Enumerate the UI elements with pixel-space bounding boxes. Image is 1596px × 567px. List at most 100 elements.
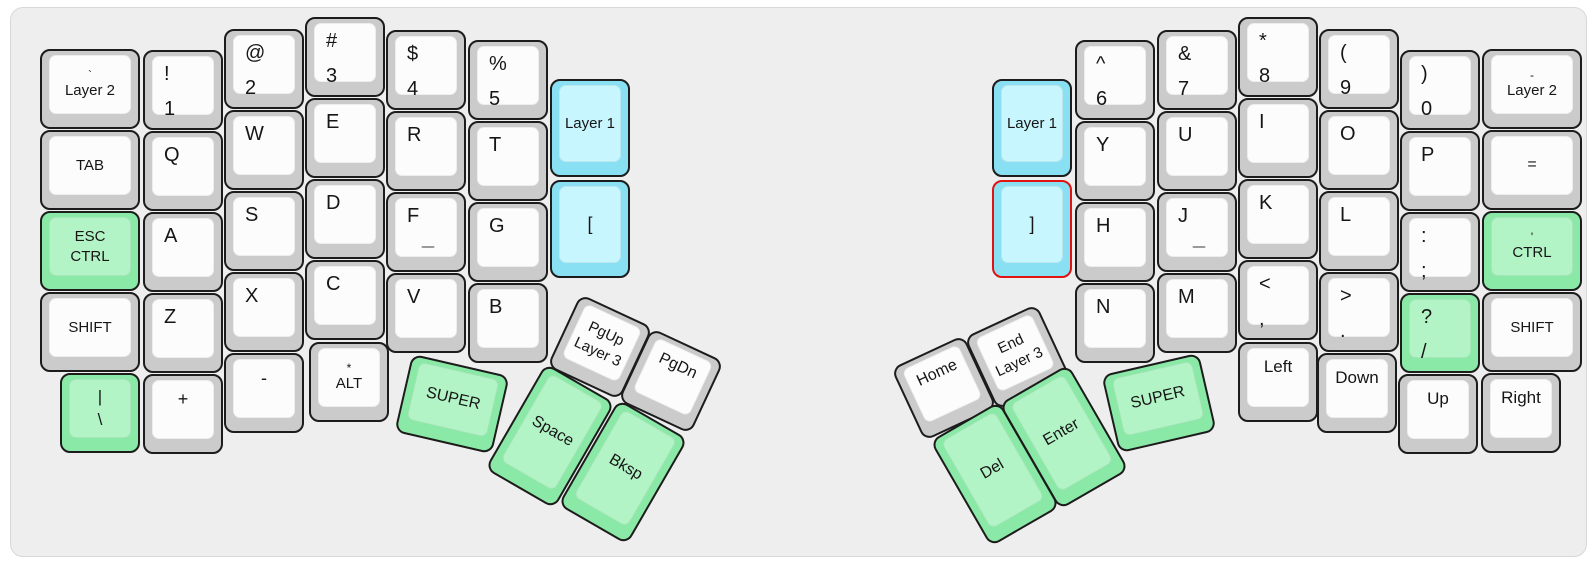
key-b[interactable]: B: [468, 283, 548, 363]
key-minus[interactable]: -: [224, 353, 304, 433]
key-c[interactable]: C: [305, 260, 385, 340]
key-lparen-9[interactable]: (9: [1319, 29, 1399, 109]
key-label: ^6: [1096, 54, 1107, 109]
key-o[interactable]: O: [1319, 110, 1399, 190]
key-t[interactable]: T: [468, 121, 548, 201]
key-label: (9: [1340, 43, 1351, 98]
key-label-line: !: [164, 63, 170, 85]
key-q[interactable]: Q: [143, 131, 223, 211]
key-label-line: Left: [1263, 357, 1293, 376]
key-pipe-backslash[interactable]: |\: [60, 373, 140, 453]
key-label-line: H: [1096, 215, 1111, 237]
keycap-top: Y: [1084, 127, 1146, 186]
key-plus[interactable]: +: [143, 374, 223, 454]
key-d[interactable]: D: [305, 179, 385, 259]
key-exclam-1[interactable]: !1: [143, 50, 223, 130]
key-quote-ctrl[interactable]: 'CTRL: [1482, 211, 1582, 291]
key-at-2[interactable]: @2: [224, 29, 304, 109]
key-arrow-down[interactable]: Down: [1317, 353, 1397, 433]
key-super-right[interactable]: SUPER: [1101, 352, 1217, 454]
key-p[interactable]: P: [1400, 131, 1480, 211]
key-label-line: SHIFT: [1510, 318, 1554, 336]
key-amp-7[interactable]: &7: [1157, 30, 1237, 110]
key-label-line: SHIFT: [68, 318, 112, 336]
keycap-top: ^6: [1084, 46, 1146, 109]
key-star-alt[interactable]: *ALT: [309, 342, 389, 422]
keycap-top: SUPER: [1111, 360, 1205, 437]
key-percent-5[interactable]: %5: [468, 40, 548, 120]
key-shift-right[interactable]: SHIFT: [1482, 292, 1582, 372]
keycap-top: R: [395, 117, 457, 176]
key-rparen-0[interactable]: )0: [1400, 50, 1480, 130]
key-label-line: *: [346, 360, 352, 375]
key-dollar-4[interactable]: $4: [386, 30, 466, 110]
keycap-top: #3: [314, 23, 376, 86]
key-star-8[interactable]: *8: [1238, 17, 1318, 97]
key-lt-comma[interactable]: <,: [1238, 260, 1318, 340]
key-layer1-right[interactable]: Layer 1: [992, 79, 1072, 177]
key-label: >.: [1340, 286, 1352, 341]
key-z[interactable]: Z: [143, 293, 223, 373]
keycap-top: `Layer 2: [49, 55, 131, 114]
key-u[interactable]: U: [1157, 111, 1237, 191]
key-h[interactable]: H: [1075, 202, 1155, 282]
key-shift-left[interactable]: SHIFT: [40, 292, 140, 372]
key-label: Down: [1327, 369, 1387, 386]
key-a[interactable]: A: [143, 212, 223, 292]
key-arrow-left[interactable]: Left: [1238, 342, 1318, 422]
key-r[interactable]: R: [386, 111, 466, 191]
key-k[interactable]: K: [1238, 179, 1318, 259]
key-f[interactable]: F: [386, 192, 466, 272]
key-v[interactable]: V: [386, 273, 466, 353]
key-layer1-left[interactable]: Layer 1: [550, 79, 630, 177]
key-label: Left: [1248, 358, 1308, 375]
key-g[interactable]: G: [468, 202, 548, 282]
key-label-line: ALT: [335, 374, 363, 392]
key-gt-period[interactable]: >.: [1319, 272, 1399, 352]
keycap-top: *ALT: [318, 348, 380, 407]
key-label-line: $: [407, 43, 419, 65]
key-m[interactable]: M: [1157, 273, 1237, 353]
key-label: A: [164, 226, 177, 246]
key-rbracket[interactable]: ]: [992, 180, 1072, 278]
key-label-line: 7: [1178, 78, 1190, 100]
key-arrow-up[interactable]: Up: [1398, 374, 1478, 454]
key-dash-layer2[interactable]: -Layer 2: [1482, 49, 1582, 129]
key-x[interactable]: X: [224, 272, 304, 352]
key-label-line: =: [1527, 156, 1537, 174]
keycap-top: :;: [1409, 218, 1471, 281]
key-label-line: CTRL: [1512, 243, 1552, 261]
key-label-line: (: [1340, 42, 1347, 64]
key-e[interactable]: E: [305, 98, 385, 178]
key-i[interactable]: I: [1238, 98, 1318, 178]
key-equals[interactable]: =: [1482, 130, 1582, 210]
key-arrow-right[interactable]: Right: [1481, 373, 1561, 453]
key-colon-semicolon[interactable]: :;: [1400, 212, 1480, 292]
keycap-top: F: [395, 198, 457, 257]
key-label: G: [489, 216, 505, 236]
key-label: 'CTRL: [1492, 218, 1572, 275]
keycap-top: C: [314, 266, 376, 325]
keycap-top: N: [1084, 289, 1146, 348]
key-label: Home: [907, 354, 968, 394]
keycap-top: M: [1166, 279, 1228, 338]
key-j[interactable]: J: [1157, 192, 1237, 272]
key-caret-6[interactable]: ^6: [1075, 40, 1155, 120]
key-grave-layer2[interactable]: `Layer 2: [40, 49, 140, 129]
key-label-line: <: [1259, 273, 1271, 295]
key-hash-3[interactable]: #3: [305, 17, 385, 97]
key-lbracket[interactable]: [: [550, 180, 630, 278]
key-question-slash[interactable]: ?/: [1400, 293, 1480, 373]
key-tab[interactable]: TAB: [40, 130, 140, 210]
key-super-left[interactable]: SUPER: [394, 353, 510, 455]
key-s[interactable]: S: [224, 191, 304, 271]
key-y[interactable]: Y: [1075, 121, 1155, 201]
keycap-top: ]: [1001, 186, 1063, 263]
homing-bump-icon: [1192, 245, 1206, 248]
key-n[interactable]: N: [1075, 283, 1155, 363]
key-label: #3: [326, 31, 337, 86]
key-w[interactable]: W: [224, 110, 304, 190]
key-l[interactable]: L: [1319, 191, 1399, 271]
